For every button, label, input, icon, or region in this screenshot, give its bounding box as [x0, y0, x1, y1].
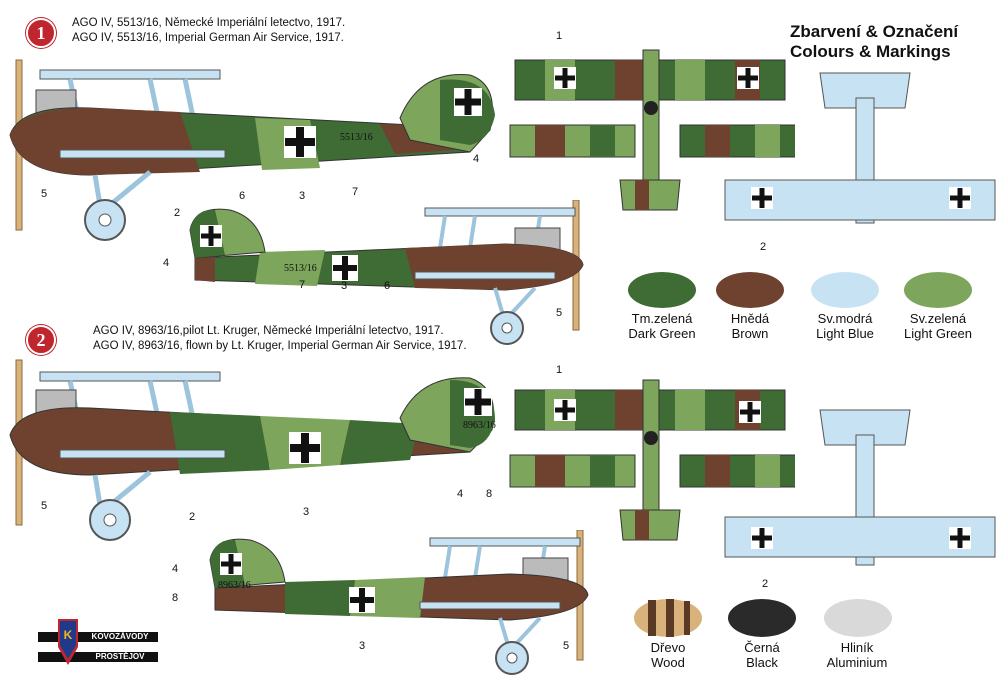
variant-1-badge: 1	[26, 18, 56, 48]
callout-8-v2-small: 8	[172, 592, 179, 604]
callout-3-small: 3	[341, 280, 348, 292]
callout-5-v2: 5	[41, 500, 48, 512]
logo-line-1: KOVOZÁVODY	[91, 632, 149, 641]
svg-text:K: K	[64, 628, 73, 642]
variant-2-side-view-left	[9, 359, 495, 541]
swatch-aluminium-cz: Hliník	[840, 640, 874, 655]
callout-5-small: 5	[556, 307, 563, 319]
variant-2-top-view	[509, 379, 795, 541]
swatches-row-2	[634, 599, 892, 637]
swatch-black-cz: Černá	[744, 640, 780, 655]
kovozavody-logo: K KOVOZÁVODY PROSTĚJOV	[38, 617, 158, 667]
variant-1-caption-en: AGO IV, 5513/16, Imperial German Air Ser…	[72, 32, 344, 44]
callout-7-small: 7	[299, 279, 306, 291]
swatch-light-green-cz: Sv.zelená	[909, 311, 967, 326]
variant-1-top-view	[509, 49, 795, 211]
callout-6: 6	[239, 190, 246, 202]
callout-5: 5	[41, 188, 48, 200]
swatch-light-blue-cz: Sv.modrá	[817, 311, 873, 326]
swatch-light-blue-en: Light Blue	[816, 326, 874, 341]
callout-7: 7	[352, 186, 359, 198]
variant-1-side-view-left	[9, 59, 495, 241]
legend-title-en: Colours & Markings	[790, 42, 951, 61]
callout-4-small: 4	[163, 257, 170, 269]
variant-2-serial-left: 8963/16	[463, 420, 496, 431]
callout-1-v2-top: 1	[556, 364, 563, 376]
callout-2-v2: 2	[189, 511, 196, 523]
swatch-wood-en: Wood	[651, 655, 685, 670]
callout-4: 4	[473, 153, 480, 165]
variant-1-bottom-view	[724, 72, 996, 224]
callout-2-v2-bottom: 2	[762, 578, 769, 590]
callout-8-v2: 8	[486, 488, 493, 500]
swatch-black-en: Black	[746, 655, 778, 670]
callout-6-small: 6	[384, 280, 391, 292]
callout-3-v2: 3	[303, 506, 310, 518]
callout-3: 3	[299, 190, 306, 202]
logo-line-2: PROSTĚJOV	[95, 652, 145, 661]
legend-title-cz: Zbarvení & Označení	[790, 22, 959, 41]
variant-2-caption-en: AGO IV, 8963/16, flown by Lt. Kruger, Im…	[93, 340, 467, 352]
swatch-aluminium-en: Aluminium	[826, 655, 888, 670]
swatch-brown-cz: Hnědá	[730, 311, 770, 326]
variant-2-caption-cz: AGO IV, 8963/16,pilot Lt. Kruger, Německ…	[93, 325, 444, 337]
swatch-dark-green-cz: Tm.zelená	[631, 311, 693, 326]
variant-1-serial-right: 5513/16	[284, 263, 317, 274]
swatch-wood-cz: Dřevo	[650, 640, 686, 655]
variant-2-side-view-right	[209, 530, 589, 675]
swatches-row-1	[628, 272, 972, 308]
callout-2: 2	[174, 207, 181, 219]
variant-1-serial-left: 5513/16	[340, 132, 373, 143]
callout-5-v2-small: 5	[563, 640, 570, 652]
callout-1-top: 1	[556, 30, 563, 42]
swatch-brown-en: Brown	[731, 326, 769, 341]
callout-2-bottom: 2	[760, 241, 767, 253]
callout-4-v2: 4	[457, 488, 464, 500]
callout-3-v2-small: 3	[359, 640, 366, 652]
variant-2-badge: 2	[26, 325, 56, 355]
variant-2-bottom-view	[724, 409, 996, 566]
variant-1-caption-cz: AGO IV, 5513/16, Německé Imperiální lete…	[72, 17, 346, 29]
callout-4-v2-small: 4	[172, 563, 179, 575]
variant-2-serial-right: 8963/16	[218, 580, 251, 591]
swatch-light-green-en: Light Green	[904, 326, 972, 341]
swatch-dark-green-en: Dark Green	[628, 326, 696, 341]
variant-1-side-view-right	[189, 200, 584, 345]
